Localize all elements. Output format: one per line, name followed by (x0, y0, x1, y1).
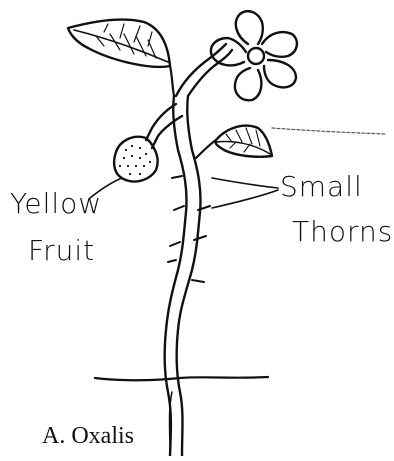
flower-petal (236, 11, 263, 44)
flower-center (248, 48, 264, 64)
top-leaf-stalk (170, 66, 174, 96)
thorns-label-line2: Thorns (292, 218, 393, 246)
fruit-dots (119, 145, 151, 175)
side-leaf-stalk (196, 140, 216, 158)
flower (211, 11, 297, 100)
thorn (168, 260, 176, 262)
thorns (168, 176, 210, 282)
flower-petal (235, 68, 261, 100)
fruit-label-line2: Fruit (28, 237, 95, 265)
flower-branch-inner (176, 44, 226, 96)
side-leaf-midrib (216, 142, 270, 155)
scan-smudge (272, 128, 386, 134)
thorn (170, 242, 180, 246)
thorn (192, 280, 204, 282)
thorn (194, 236, 206, 240)
fruit-label-line1: Yellow (10, 190, 102, 218)
thorn (172, 176, 182, 178)
thorns-pointer-line-lower (212, 190, 278, 208)
thorns-pointer-line-upper (212, 178, 278, 188)
figure-caption: A. Oxalis (42, 424, 134, 448)
ground-line (95, 377, 268, 380)
thorn (174, 206, 184, 210)
stem-right-edge (177, 96, 201, 456)
thorns-label-line1: Small (280, 173, 363, 201)
flower-petal (264, 60, 296, 87)
yellow-fruit (114, 137, 157, 182)
side-leaf-veins (226, 128, 260, 152)
flower-petal (262, 32, 297, 57)
stem-left-edge (165, 96, 187, 456)
